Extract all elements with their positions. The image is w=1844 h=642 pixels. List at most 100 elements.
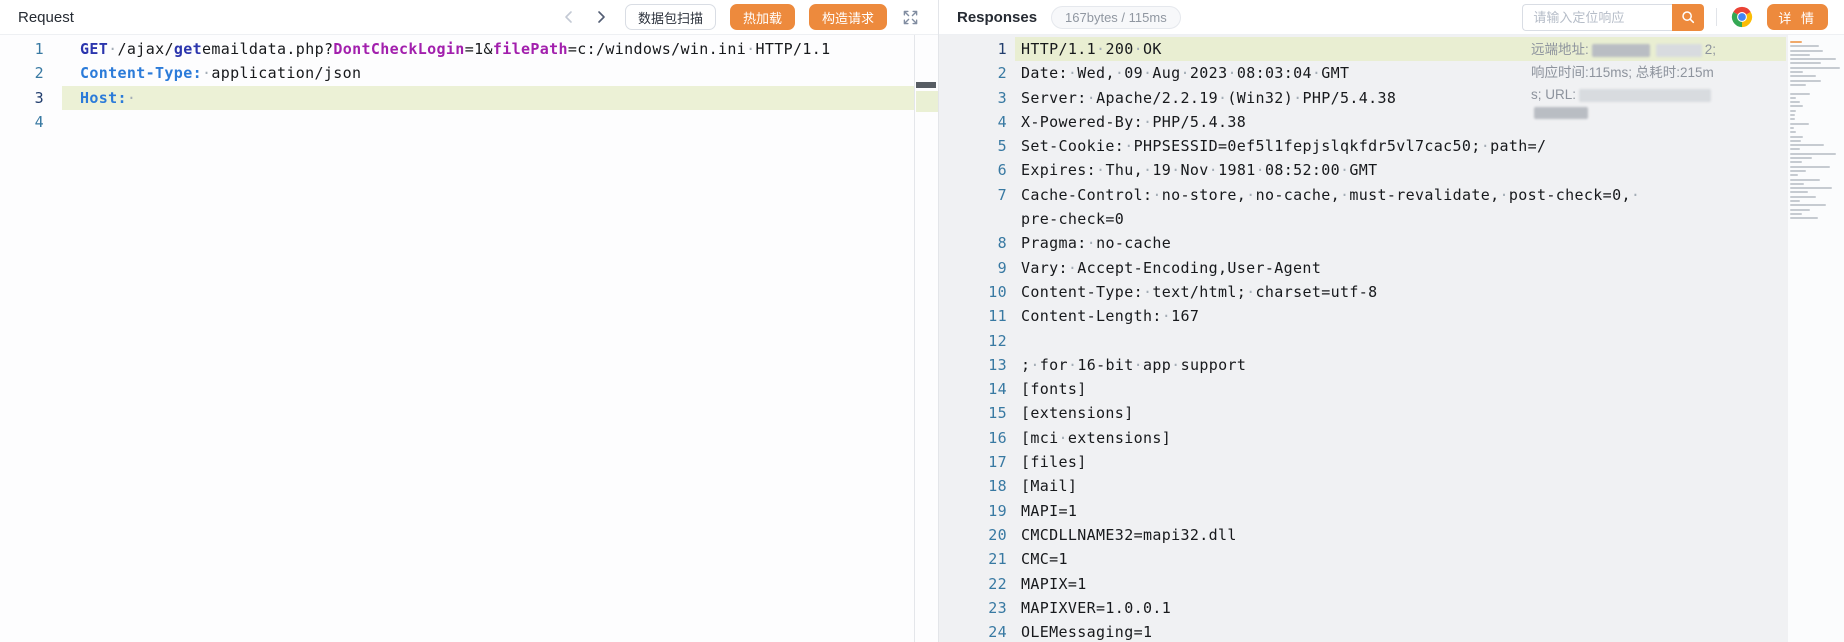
line-content: CMC=1 xyxy=(1021,547,1068,571)
minimap-line xyxy=(1790,148,1800,151)
code-token: Server:·Apache/2.2.19·(Win32)·PHP/5.4.38 xyxy=(1021,88,1397,107)
line-content: [files] xyxy=(1021,450,1087,474)
fullscreen-button[interactable] xyxy=(899,6,922,29)
minimap-line xyxy=(1790,208,1810,211)
line-content: X-Powered-By:·PHP/5.4.38 xyxy=(1021,110,1246,134)
line-number: 2 xyxy=(997,64,1007,83)
response-stats-badge: 167bytes / 115ms xyxy=(1051,5,1181,29)
request-header: Request 数据包扫描 热加载 构造请求 xyxy=(0,0,938,35)
chevron-left-icon xyxy=(565,11,572,23)
minimap-line xyxy=(1790,191,1808,194)
code-token: [fonts] xyxy=(1021,380,1087,399)
minimap-line xyxy=(1790,144,1824,147)
whitespace-dot: · xyxy=(1161,307,1172,326)
code-token: [files] xyxy=(1021,453,1087,472)
minimap-line xyxy=(1790,195,1816,198)
minimap-line xyxy=(1790,165,1830,168)
minimap-line xyxy=(1790,139,1802,142)
line-number: 10 xyxy=(988,282,1007,301)
minimap-line xyxy=(1790,79,1822,82)
minimap-line xyxy=(1790,41,1803,43)
hot-reload-button[interactable]: 热加载 xyxy=(729,4,795,30)
minimap-line xyxy=(1790,62,1822,65)
minimap-line xyxy=(1790,161,1802,164)
construct-request-button[interactable]: 构造请求 xyxy=(808,4,887,30)
minimap-line xyxy=(1790,199,1800,202)
whitespace-dot: · xyxy=(1133,40,1143,58)
url-label: s; URL: xyxy=(1531,87,1577,102)
search-input[interactable] xyxy=(1522,3,1673,31)
whitespace-dot: · xyxy=(1142,161,1153,180)
line-number: 9 xyxy=(997,258,1007,277)
code-line: 16[mci·extensions] xyxy=(939,426,1786,450)
request-scrollbar-ruler[interactable] xyxy=(914,35,938,642)
line-content: Server:·Apache/2.2.19·(Win32)·PHP/5.4.38 xyxy=(1021,86,1396,110)
line-content: Cache-Control:·no-store,·no-cache,·must-… xyxy=(1021,183,1661,232)
line-content: [extensions] xyxy=(1021,401,1134,425)
line-number: 21 xyxy=(988,550,1007,569)
code-token: filePath xyxy=(492,40,568,58)
code-token: MAPIX=1 xyxy=(1021,574,1087,593)
code-line: 18[Mail] xyxy=(939,474,1786,498)
scroll-thumb[interactable] xyxy=(916,82,936,88)
line-number: 19 xyxy=(988,501,1007,520)
line-number: 14 xyxy=(988,380,1007,399)
line-content: MAPI=1 xyxy=(1021,499,1077,523)
open-in-browser-button[interactable] xyxy=(1729,4,1755,30)
line-content: Host:· xyxy=(80,86,136,110)
line-number: 3 xyxy=(34,88,44,107)
whitespace-dot: · xyxy=(1480,137,1491,156)
packet-scan-button[interactable]: 数据包扫描 xyxy=(624,4,716,30)
line-content: Expires:·Thu,·19·Nov·1981·08:52:00·GMT xyxy=(1021,158,1378,182)
line-content: [Mail] xyxy=(1021,474,1077,498)
next-packet-button[interactable] xyxy=(591,7,611,27)
line-content: OLEMessaging=1 xyxy=(1021,620,1152,642)
line-content: ;·for·16-bit·app·support xyxy=(1021,353,1246,377)
line-number: 24 xyxy=(988,623,1007,642)
request-panel: Request 数据包扫描 热加载 构造请求 xyxy=(0,0,939,642)
code-token: ;·for·16-bit·app·support xyxy=(1021,355,1247,374)
minimap-line xyxy=(1790,182,1804,185)
whitespace-dot: · xyxy=(1114,64,1125,83)
code-line: 3 Host:· xyxy=(0,85,914,110)
minimap[interactable] xyxy=(1788,35,1844,642)
code-token: [mci·extensions] xyxy=(1021,428,1172,447)
whitespace-dot: · xyxy=(1133,355,1144,374)
search-button[interactable] xyxy=(1672,3,1705,31)
code-token: Host: xyxy=(80,88,127,107)
code-token: MAPI=1 xyxy=(1021,501,1078,520)
line-number: 2 xyxy=(34,64,44,83)
line-content: CMCDLLNAME32=mapi32.dll xyxy=(1021,523,1237,547)
chevron-right-icon xyxy=(598,11,605,23)
line-content: Pragma:·no-cache xyxy=(1021,231,1171,255)
code-token: =c:/windows/win.ini·HTTP/1.1 xyxy=(567,40,831,58)
line-number: 7 xyxy=(997,185,1007,204)
line-number: 17 xyxy=(988,453,1007,472)
response-search xyxy=(1522,3,1705,31)
detail-button[interactable]: 详 情 xyxy=(1767,4,1828,30)
line-number: 12 xyxy=(988,331,1007,350)
response-panel-title: Responses xyxy=(957,8,1038,26)
code-token: Content-Type:·text/html;·charset=utf-8 xyxy=(1021,282,1378,301)
code-token: ·/ajax/ xyxy=(108,40,174,58)
code-token: =1& xyxy=(464,40,493,58)
code-token: Set-Cookie:·PHPSESSID=0ef5l1fepjslqkfdr5… xyxy=(1021,137,1547,156)
code-token: X-Powered-By:·PHP/5.4.38 xyxy=(1021,112,1247,131)
line-content: MAPIXVER=1.0.0.1 xyxy=(1021,596,1171,620)
prev-packet-button[interactable] xyxy=(559,7,579,27)
minimap-line xyxy=(1790,118,1795,121)
minimap-line xyxy=(1790,75,1817,78)
line-number: 8 xyxy=(997,234,1007,253)
request-panel-title: Request xyxy=(18,8,74,26)
code-token: ·application/json xyxy=(201,64,362,83)
code-line: 15[extensions] xyxy=(939,401,1786,425)
